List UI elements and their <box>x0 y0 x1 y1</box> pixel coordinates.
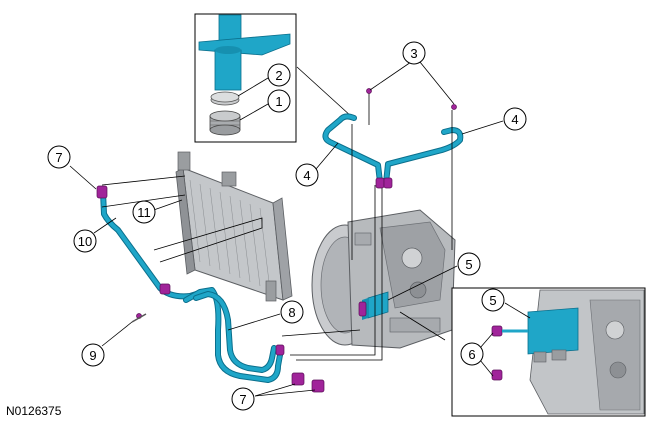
callout-10-label: 10 <box>78 234 92 249</box>
callout-10: 10 <box>73 229 97 253</box>
callout-2-label: 2 <box>275 68 282 83</box>
callout-7-upper-label: 7 <box>55 150 62 165</box>
fitting-7-left <box>96 185 108 199</box>
callout-7-lower-label: 7 <box>239 392 246 407</box>
callout-4-upper: 4 <box>503 107 527 131</box>
inset-cooler <box>527 307 579 355</box>
detail-inset-bottom <box>451 287 646 417</box>
callout-5-main: 5 <box>457 252 481 276</box>
callout-4-lower: 4 <box>295 163 319 187</box>
callout-9: 9 <box>81 343 105 367</box>
callout-1-label: 1 <box>275 94 282 109</box>
callout-4-upper-label: 4 <box>511 112 518 127</box>
callout-6-label: 6 <box>468 347 475 362</box>
callout-5-inset-label: 5 <box>489 293 496 308</box>
callout-3-label: 3 <box>410 46 417 61</box>
figure-id: N0126375 <box>6 404 62 418</box>
callout-8: 8 <box>280 300 304 324</box>
callout-11-label: 11 <box>137 205 151 220</box>
routing-lines <box>101 92 453 361</box>
callout-7-upper: 7 <box>47 145 71 169</box>
bolt-9 <box>131 313 147 323</box>
inset-leader <box>296 66 353 118</box>
callout-4-lower-label: 4 <box>303 168 310 183</box>
transmission-assembly <box>311 209 456 349</box>
callout-6: 6 <box>460 342 484 366</box>
seal-ring-1 <box>209 110 241 136</box>
callout-1: 1 <box>267 89 291 113</box>
callout-7-lower: 7 <box>231 387 255 411</box>
callout-5-main-label: 5 <box>465 257 472 272</box>
leader-lines <box>69 61 531 397</box>
callout-8-label: 8 <box>288 305 295 320</box>
callout-5-inset: 5 <box>481 288 505 312</box>
callout-2: 2 <box>267 63 291 87</box>
callout-3: 3 <box>402 41 426 65</box>
radiator-assembly <box>175 151 293 302</box>
callout-11: 11 <box>132 200 156 224</box>
callout-9-label: 9 <box>89 348 96 363</box>
callout-group: 1 2 3 4 4 5 5 6 <box>47 41 527 411</box>
